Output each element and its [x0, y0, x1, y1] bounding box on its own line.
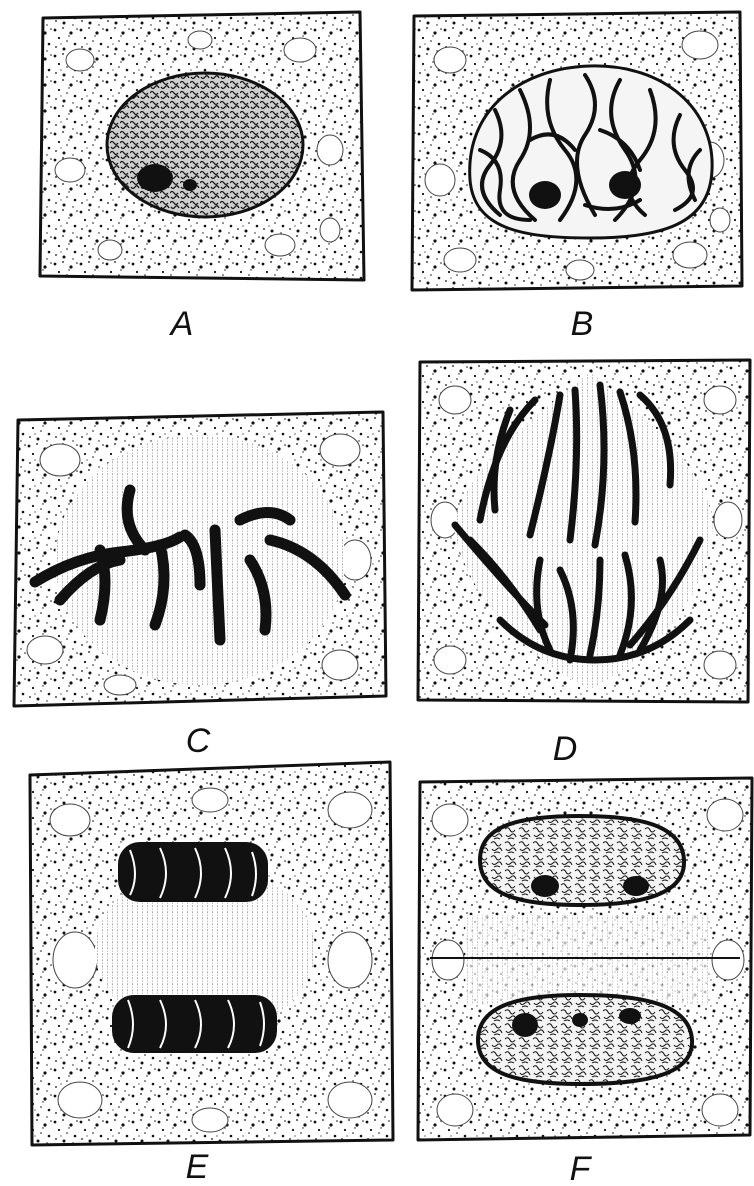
cell-f-nucleolus-top-2 — [623, 876, 649, 896]
cell-e-chromosome-group-top — [118, 842, 268, 902]
panel-label-c: C — [186, 722, 211, 760]
panel-label-a: A — [169, 305, 194, 343]
cell-e-chromosome-group-bottom — [112, 995, 277, 1053]
panel-d: D — [418, 360, 750, 768]
cell-f-nucleolus-bottom-1 — [512, 1013, 538, 1037]
panel-f: F — [418, 778, 752, 1186]
cell-b-nucleolus-2 — [609, 171, 641, 199]
panel-label-f: F — [570, 1150, 593, 1186]
panel-c: C — [14, 412, 386, 760]
cell-f-nucleolus-bottom-3 — [619, 1008, 641, 1024]
panel-label-e: E — [186, 1148, 209, 1186]
panel-label-d: D — [553, 730, 578, 768]
cell-a-nucleolus-small — [183, 179, 197, 191]
panel-a: A — [40, 12, 364, 343]
cell-b-nucleolus-1 — [529, 181, 561, 209]
cell-a-nucleus — [107, 73, 303, 217]
cell-f-nucleus-bottom — [478, 995, 692, 1084]
cell-f-nucleolus-top-1 — [531, 875, 559, 897]
cell-f-nucleolus-bottom-2 — [572, 1013, 588, 1027]
cell-f-spindle-remnant — [465, 915, 710, 1005]
panel-e: E — [30, 762, 393, 1186]
cell-f-nucleus-top — [480, 816, 684, 905]
cell-a-nucleolus — [137, 164, 173, 192]
panel-label-b: B — [571, 305, 594, 343]
panel-b: B — [412, 12, 742, 343]
